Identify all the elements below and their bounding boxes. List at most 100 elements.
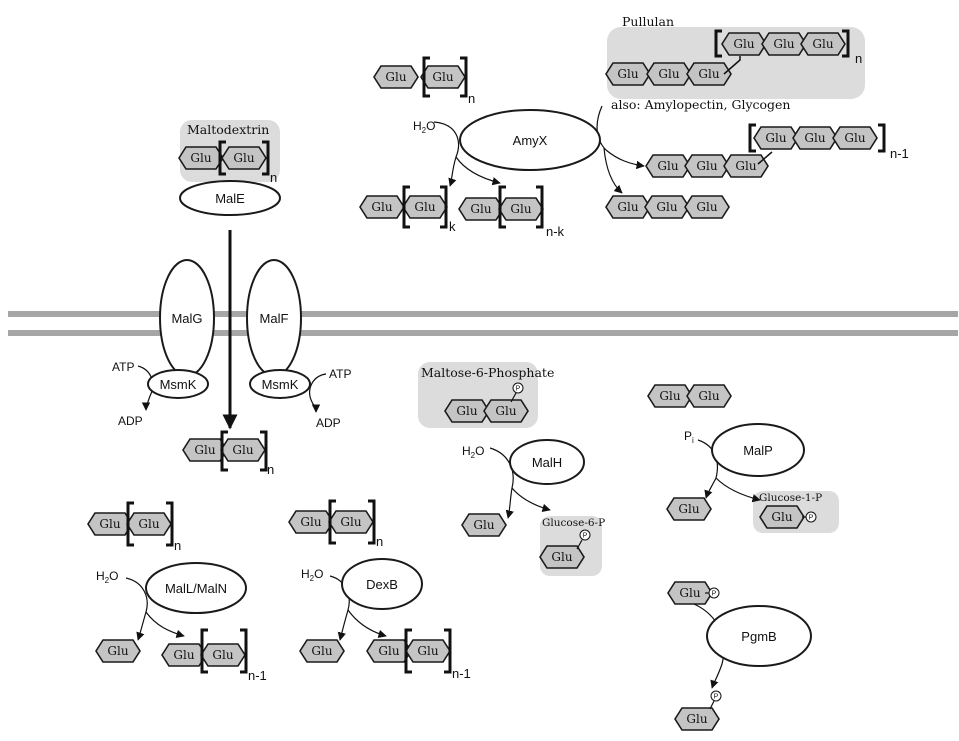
phosphate-label: P xyxy=(712,591,717,598)
subscript-n: n xyxy=(270,170,277,185)
bracket-left xyxy=(200,628,208,674)
glucose-hexagon: Glu xyxy=(800,32,846,56)
bracket-left xyxy=(748,123,756,153)
glucose-hexagon: Glu xyxy=(723,154,769,178)
glucose-label: Glu xyxy=(340,515,361,529)
glucose-hexagon: Glu xyxy=(458,197,504,221)
glucose-label: Glu xyxy=(311,644,332,658)
glucose-hexagon: Glu xyxy=(87,512,133,536)
also-label: also: Amylopectin, Glycogen xyxy=(611,97,790,112)
bracket-left xyxy=(404,628,412,674)
glucose-hexagon: Glu xyxy=(178,146,224,170)
bracket-right xyxy=(460,56,468,98)
glucose-hexagon: Glu xyxy=(759,505,805,529)
glucose-label: Glu xyxy=(686,712,707,726)
atp-arc-left xyxy=(137,365,154,411)
glucose-hexagon: Glu xyxy=(605,62,651,86)
phosphate-circle xyxy=(708,587,720,599)
bracket-right xyxy=(240,628,248,674)
glucose-hexagon: Glu xyxy=(366,639,412,663)
glucose-label: Glu xyxy=(371,200,392,214)
male-label: MalE xyxy=(215,191,245,206)
amyx-water-arc xyxy=(433,121,460,187)
glucose-label: Glu xyxy=(432,70,453,84)
glucose-hexagon: Glu xyxy=(359,195,405,219)
glucose-hexagon: Glu xyxy=(182,438,228,462)
bracket-left xyxy=(220,430,228,472)
glucose-hexagon: Glu xyxy=(753,126,799,150)
phosphate-circle xyxy=(579,529,591,541)
water-label: H2O xyxy=(96,569,118,585)
bracket-right xyxy=(262,140,270,176)
glucose-hexagon: Glu xyxy=(498,197,544,221)
bracket-left xyxy=(498,185,506,229)
msmk-enzyme-left xyxy=(147,369,209,399)
malg-label: MalG xyxy=(171,311,202,326)
bracket-right xyxy=(842,29,850,58)
glucose-hexagon: Glu xyxy=(645,154,691,178)
glucose-label: Glu xyxy=(173,648,194,662)
hexagon-shape xyxy=(800,32,846,56)
glucose-hexagon: Glu xyxy=(761,32,807,56)
enzymes: AmyX MalE MalG MalF MsmK MsmK MalH MalP … xyxy=(145,109,812,667)
glucose-label: Glu xyxy=(659,389,680,403)
glucose-label: Glu xyxy=(473,518,494,532)
subscript-n: n xyxy=(174,538,181,553)
glucose-hexagon: Glu xyxy=(95,639,141,663)
amyx-maltotriose-arrow xyxy=(603,147,623,194)
amyx-pullulan-arc xyxy=(596,105,645,170)
glucose-hexagon: Glu xyxy=(126,512,172,536)
glucose-hexagon: Glu xyxy=(832,126,878,150)
subscript-nk: n-k xyxy=(546,224,565,239)
glucose-hexagon: Glu xyxy=(644,195,690,219)
hexagon-shape xyxy=(221,146,267,170)
phosphate-groups: P P P P P xyxy=(510,382,817,710)
bracket-left xyxy=(328,499,336,545)
glucose-hexagon: Glu xyxy=(221,146,267,170)
msmk-enzyme-right xyxy=(249,369,311,399)
pullulan-label: Pullulan xyxy=(622,14,674,29)
glucose-hexagon: Glu xyxy=(200,643,246,667)
bracket-right xyxy=(878,123,886,153)
pgmb-label: PgmB xyxy=(741,629,776,644)
dexb-enzyme xyxy=(341,558,423,610)
glucose-label: Glu xyxy=(233,151,254,165)
hexagon-shape xyxy=(373,65,419,89)
glucose-label: Glu xyxy=(765,131,786,145)
subscript-n: n xyxy=(855,51,862,66)
glucose-hexagon: Glu xyxy=(161,643,207,667)
glucose-hexagon: Glu xyxy=(721,32,767,56)
glucose-hexagon: Glu xyxy=(666,497,712,521)
glucose-label: Glu xyxy=(773,37,794,51)
glucose-hexagon: Glu xyxy=(646,62,692,86)
malh-label: MalH xyxy=(532,455,562,470)
maltodextrin-label: Maltodextrin xyxy=(187,122,269,137)
glucose-label: Glu xyxy=(414,200,435,214)
dexb-label: DexB xyxy=(366,577,398,592)
subscript-n: n xyxy=(468,91,475,106)
malh-enzyme xyxy=(509,439,585,485)
malf-label: MalF xyxy=(260,311,289,326)
glucose-label: Glu xyxy=(300,515,321,529)
atp-arc-right xyxy=(309,373,327,413)
glucose-hexagon: Glu xyxy=(684,154,730,178)
glucose-label: Glu xyxy=(194,443,215,457)
glucose-hexagon: Glu xyxy=(674,707,720,731)
bracket-right xyxy=(260,430,268,472)
glucose-label: Glu xyxy=(733,37,754,51)
subscript-n: n xyxy=(376,534,383,549)
glucose-label: Glu xyxy=(378,644,399,658)
glucose-hexagon: Glu xyxy=(402,195,448,219)
phosphate-bond xyxy=(510,392,517,403)
polymer-subscripts: n n n-1 n k n-k n n n n-1 n-1 xyxy=(174,51,909,683)
bracket-left xyxy=(126,501,134,547)
maln-product-arrow xyxy=(145,611,185,638)
hexagon-shape xyxy=(686,62,732,86)
glucose-label: Glu xyxy=(657,159,678,173)
glucose-label: Glu xyxy=(698,389,719,403)
atp-label-left: ATP xyxy=(112,360,134,374)
glucose6p-label: Glucose-6-P xyxy=(542,517,605,529)
subscript-k: k xyxy=(449,219,456,234)
glucose-label: Glu xyxy=(510,202,531,216)
glucose-hexagon: Glu xyxy=(461,513,507,537)
